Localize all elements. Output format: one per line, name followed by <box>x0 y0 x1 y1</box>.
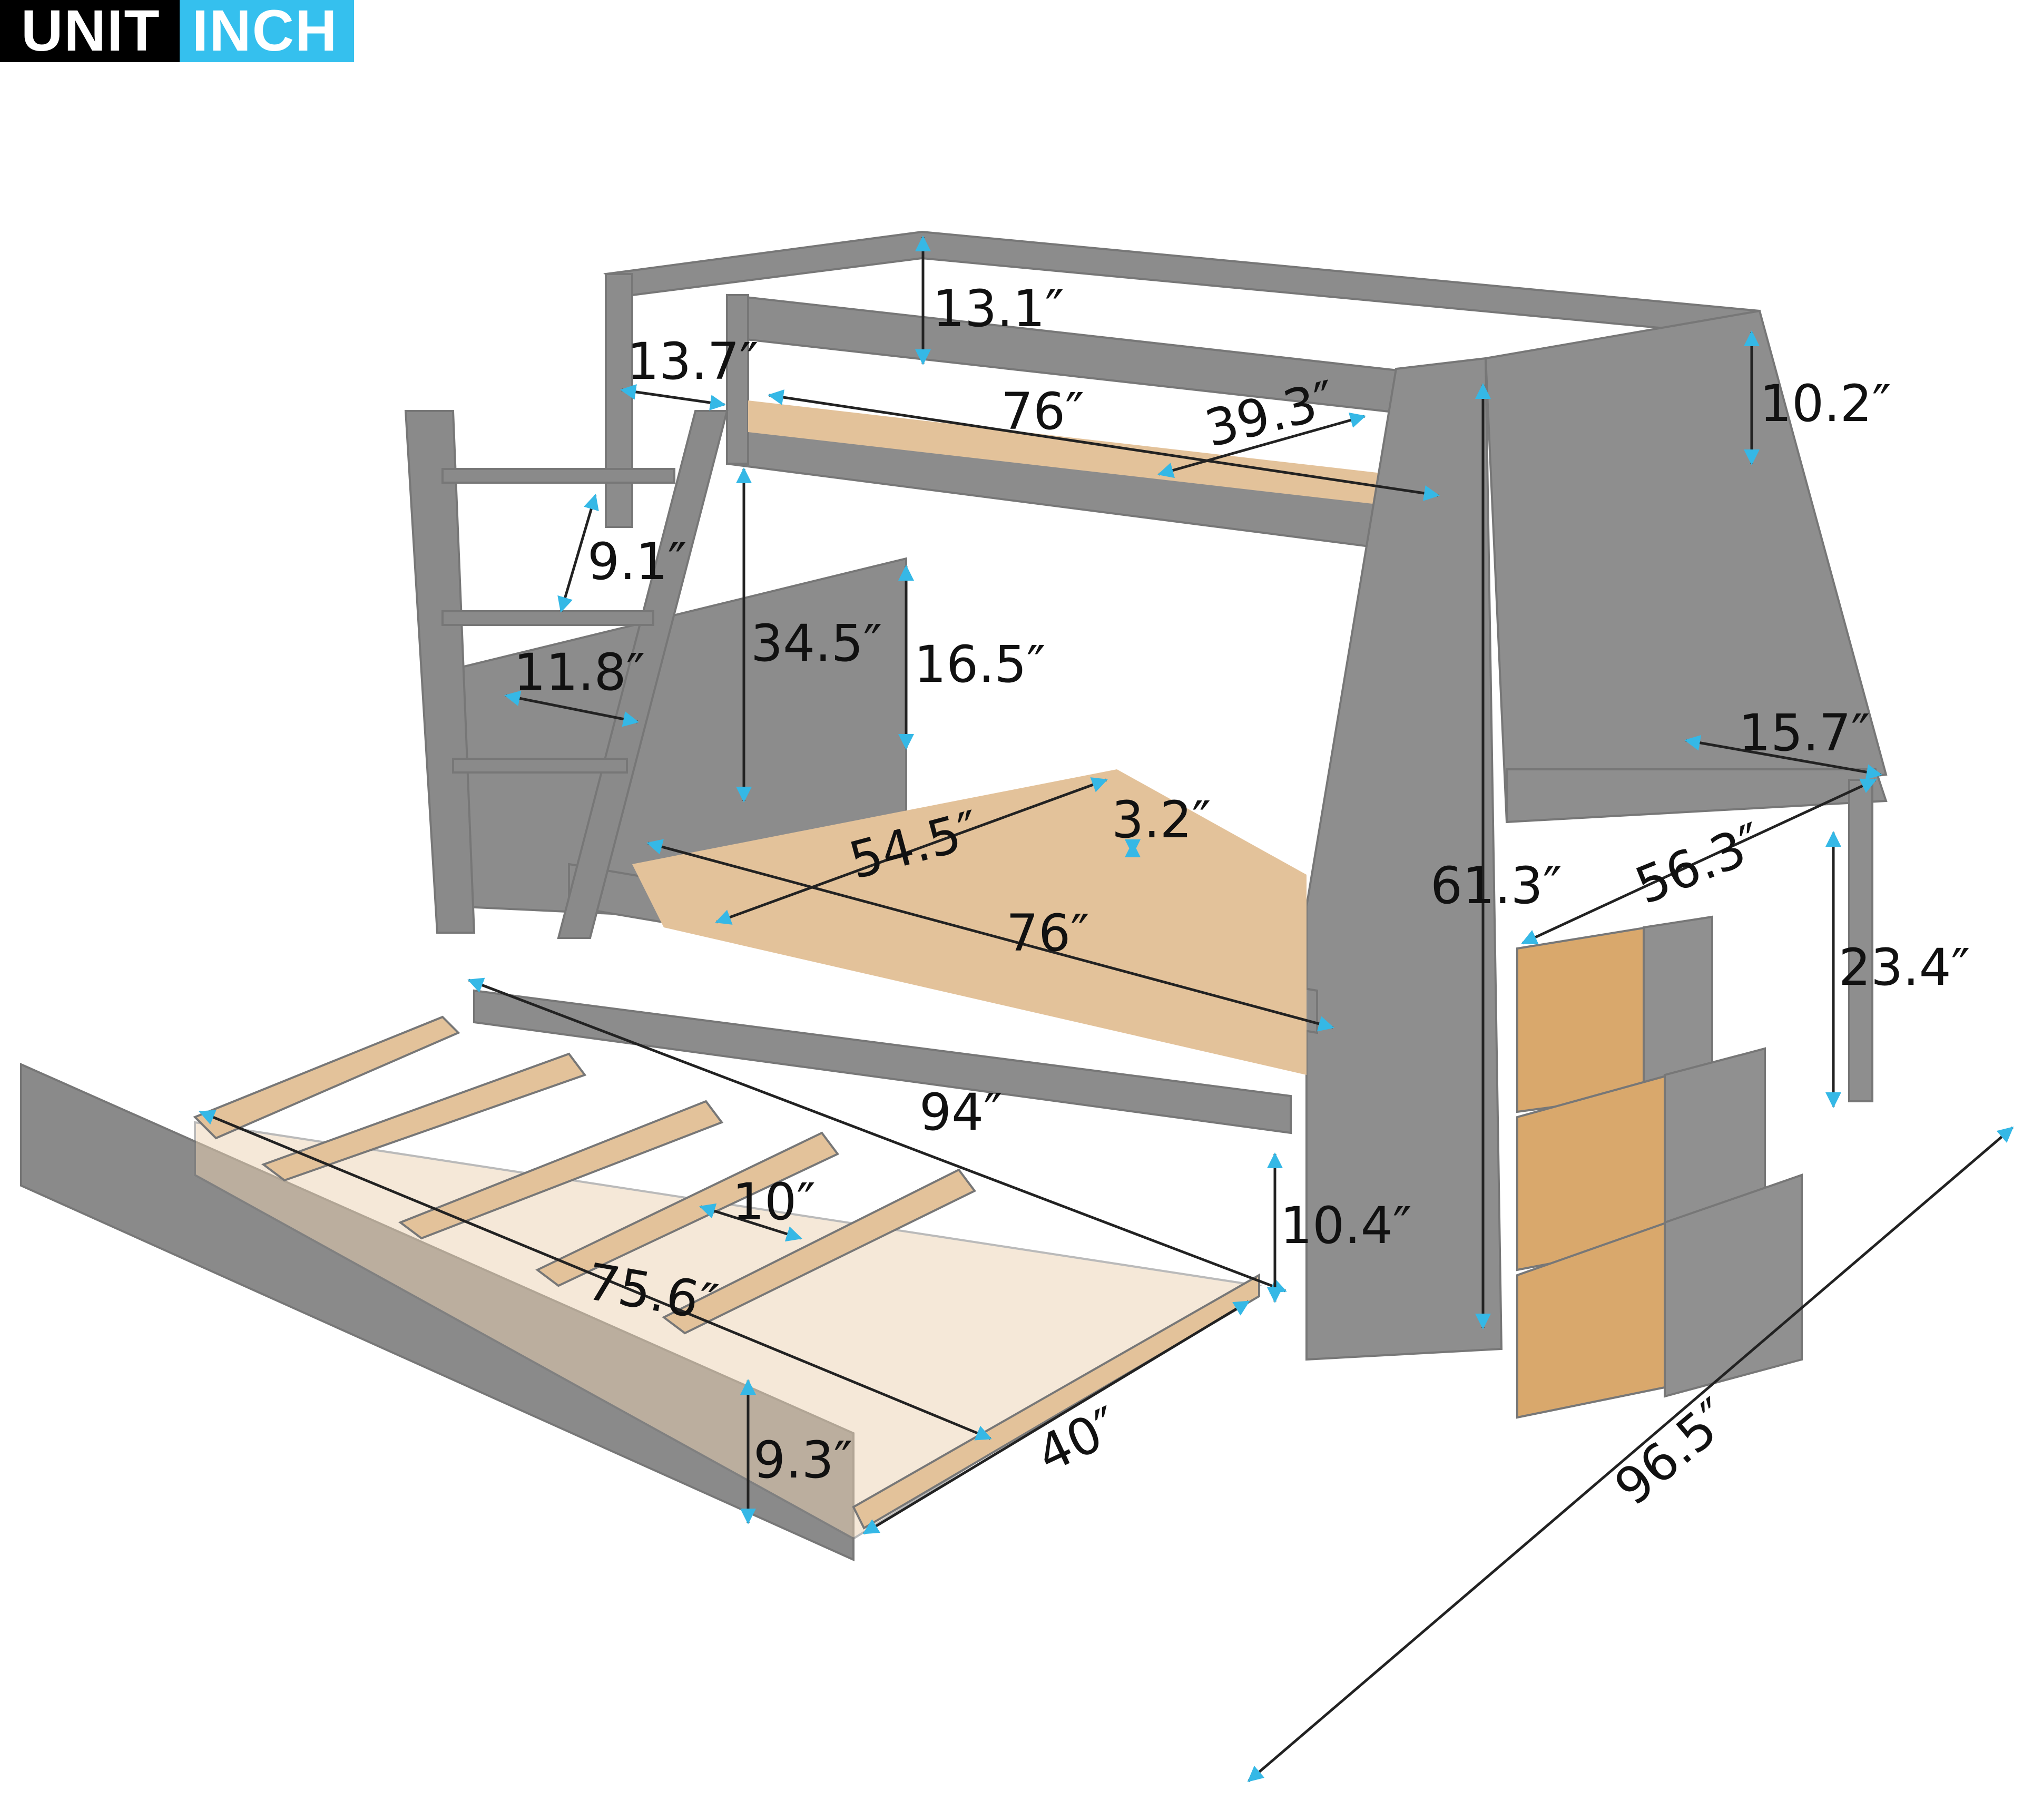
dim-ladder-step-spacing: 9.1″ <box>587 532 687 591</box>
dim-shelf-height: 10.2″ <box>1760 374 1891 433</box>
unit-label: UNIT <box>0 0 180 62</box>
dim-lower-bed-length: 76″ <box>1006 904 1090 963</box>
unit-badge: UNIT INCH <box>0 0 354 62</box>
dim-desk-height: 23.4″ <box>1839 938 1970 997</box>
dim-top-guardrail-height: 13.1″ <box>932 279 1064 338</box>
dimension-lines <box>199 236 2014 1782</box>
drawers <box>1516 915 1803 1419</box>
ladder <box>404 410 729 939</box>
dim-top-bed-length: 76″ <box>1001 382 1085 441</box>
dim-trundle-height: 9.3″ <box>753 1431 853 1490</box>
dim-lower-headboard-height: 16.5″ <box>914 635 1046 694</box>
unit-value: INCH <box>179 0 354 62</box>
dim-top-rail-inset: 13.7″ <box>627 332 759 391</box>
dim-total-height: 61.3″ <box>1430 856 1562 915</box>
dim-trundle-slat-gap: 10″ <box>732 1172 816 1231</box>
dim-slat-gap: 3.2″ <box>1112 790 1211 849</box>
dim-ladder-width: 11.8″ <box>514 643 645 702</box>
dim-desk-depth: 15.7″ <box>1739 703 1870 762</box>
dim-overall-length: 94″ <box>919 1083 1003 1142</box>
dim-bunk-clearance: 34.5″ <box>751 614 882 673</box>
dim-trundle-clearance: 10.4″ <box>1280 1196 1412 1255</box>
